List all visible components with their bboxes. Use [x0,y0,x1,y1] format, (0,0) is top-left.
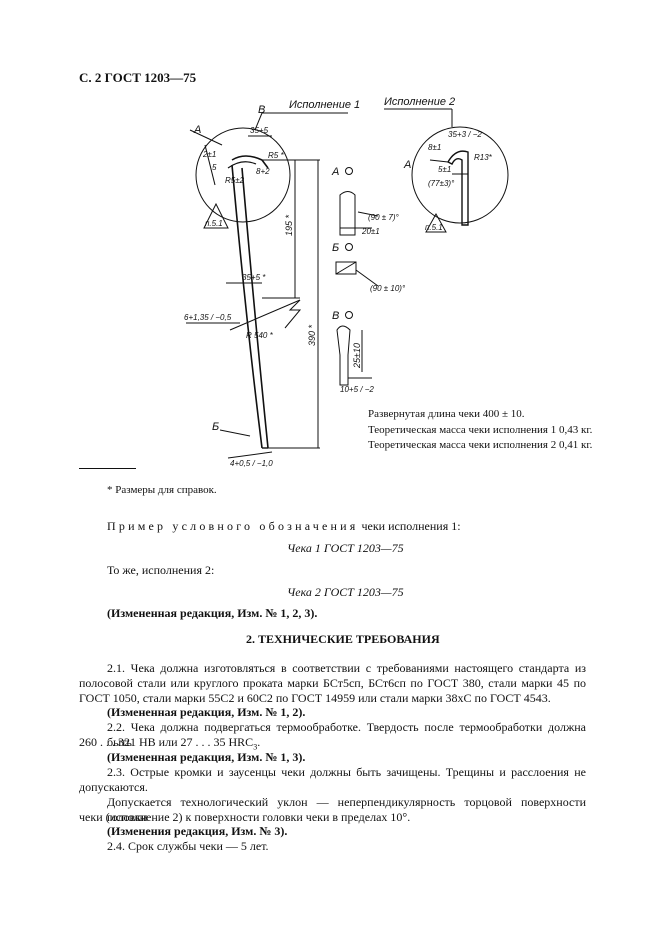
section-title: 2. ТЕХНИЧЕСКИЕ ТРЕБОВАНИЯ [246,632,440,646]
dim-v2-77: (77±3)° [428,179,455,188]
note-developed-length: Развернутая длина чеки 400 ± 10. [368,408,525,420]
dim-r5: R5 * [268,151,284,160]
dim-25: 25±10 [352,343,362,369]
variant-2-label: Исполнение 2 [384,96,455,108]
pin-body-inner [241,167,269,449]
hardness-period: . [257,735,261,749]
label-b-view: Б [332,242,339,254]
pin-body-outer [231,164,263,449]
example-intro-tail: чеки исполнения 1: [361,519,461,533]
dim-v2-5: 5±1 [438,165,451,174]
note-mass-variant-1: Теоретическая масса чеки исполнения 1 0,… [368,423,593,436]
dim-r5-tol: R5±2 [225,176,245,185]
dim-35-head: 35+5 [250,126,269,135]
para-2-3-line-1: 2.3. Острые кромки и заусенцы чеки должн… [107,765,586,779]
hardness-text: 260 . . . 321 HB или 27 . . . 35 HRC [79,735,254,749]
dim-35-body: 35+5 * [242,273,266,282]
label-p51: п.5.1 [205,219,223,228]
technical-drawing: Исполнение 1 Исполнение 2 В А Б А Б В А … [184,96,509,468]
dim-4: 4+0,5 / −1,0 [230,459,273,468]
revision-2-2: (Измененная редакция, Изм. № 1, 3). [107,750,306,764]
dim-angle-90-7: (90 ± 7)° [368,213,400,222]
label-b: Б [212,421,219,433]
dim-10: 10+5 / −2 [340,385,374,394]
dim-v2-35: 35+3 / −2 [448,130,482,139]
same-variant-2: То же, исполнения 2: [107,563,215,577]
label-v-view: В [332,310,339,322]
label-v-upper: В [258,104,265,116]
para-2-2-line-2: 260 . . . 321 HB или 27 . . . 35 HRC3. [79,735,260,751]
para-2-3b-line-1: Допускается технологический уклон — непе… [107,795,586,824]
section-b-view [335,261,357,275]
revision-note-1: (Измененная редакция, Изм. № 1, 2, 3). [107,606,318,620]
label-a-variant-2: А [403,159,411,171]
footnote-divider [79,468,136,469]
dim-195: 195 * [284,214,294,236]
para-2-2-line-1: 2.2. Чека должна подвергаться термообраб… [107,720,586,749]
revision-2-1: (Измененная редакция, Изм. № 1, 2). [107,705,306,719]
dim-v2-r13: R13* [474,153,493,162]
hrc-subscript: 3 [253,742,258,752]
example-intro: Пример условного обозначения чеки исполн… [107,519,461,534]
dim-5: 5 [212,163,217,172]
para-2-3-line-2: допускаются. [79,780,148,794]
pin-head-variant-1 [231,155,269,169]
drawing-notes: Развернутая длина чеки 400 ± 10. Теорети… [368,407,592,454]
section-v-view [336,325,351,386]
dim-angle-90-10: (90 ± 10)° [370,284,406,293]
note-mass-variant-2: Теоретическая масса чеки исполнения 2 0,… [368,439,593,451]
para-2-3b-line-2: чеки (исполнение 2) к поверхности головк… [79,810,411,824]
dim-6: 6+1,35 / −0,5 [184,313,232,322]
detail-circle-variant-1 [195,127,291,223]
dim-8: 8+2 [256,167,270,176]
para-2-1-line-3: ГОСТ 1050, стали марки 55С2 и 60С2 по ГО… [79,691,551,705]
revision-2-3: (Изменения редакция, Изм. № 3). [107,824,288,838]
pin-head-variant-2 [447,150,469,226]
label-a: А [193,124,201,136]
footnote: * Размеры для справок. [107,484,217,496]
dim-v2-8: 8±1 [428,143,441,152]
process-triangle-mark [203,202,229,229]
detail-circle-variant-2 [411,126,509,224]
para-2-1-line-2: полосовой стали или круглого проката мар… [79,676,586,690]
page-header: С. 2 ГОСТ 1203—75 [79,70,197,85]
label-p51-v2: п.5.1 [425,223,443,232]
dim-390: 390 * [307,324,317,346]
dim-r540: R 540 * [246,331,274,340]
variant-1-label: Исполнение 1 [289,99,360,111]
designation-2: Чека 2 ГОСТ 1203—75 [287,585,404,599]
designation-1: Чека 1 ГОСТ 1203—75 [287,541,404,555]
para-2-4: 2.4. Срок службы чеки — 5 лет. [107,839,269,853]
para-2-1-line-1: 2.1. Чека должна изготовляться в соответ… [107,661,586,675]
dim-20: 20±1 [361,227,380,236]
label-a-view: А [331,166,339,178]
dim-2: 2±1 [202,150,216,159]
example-intro-spaced: Пример условного обозначения [107,519,359,533]
